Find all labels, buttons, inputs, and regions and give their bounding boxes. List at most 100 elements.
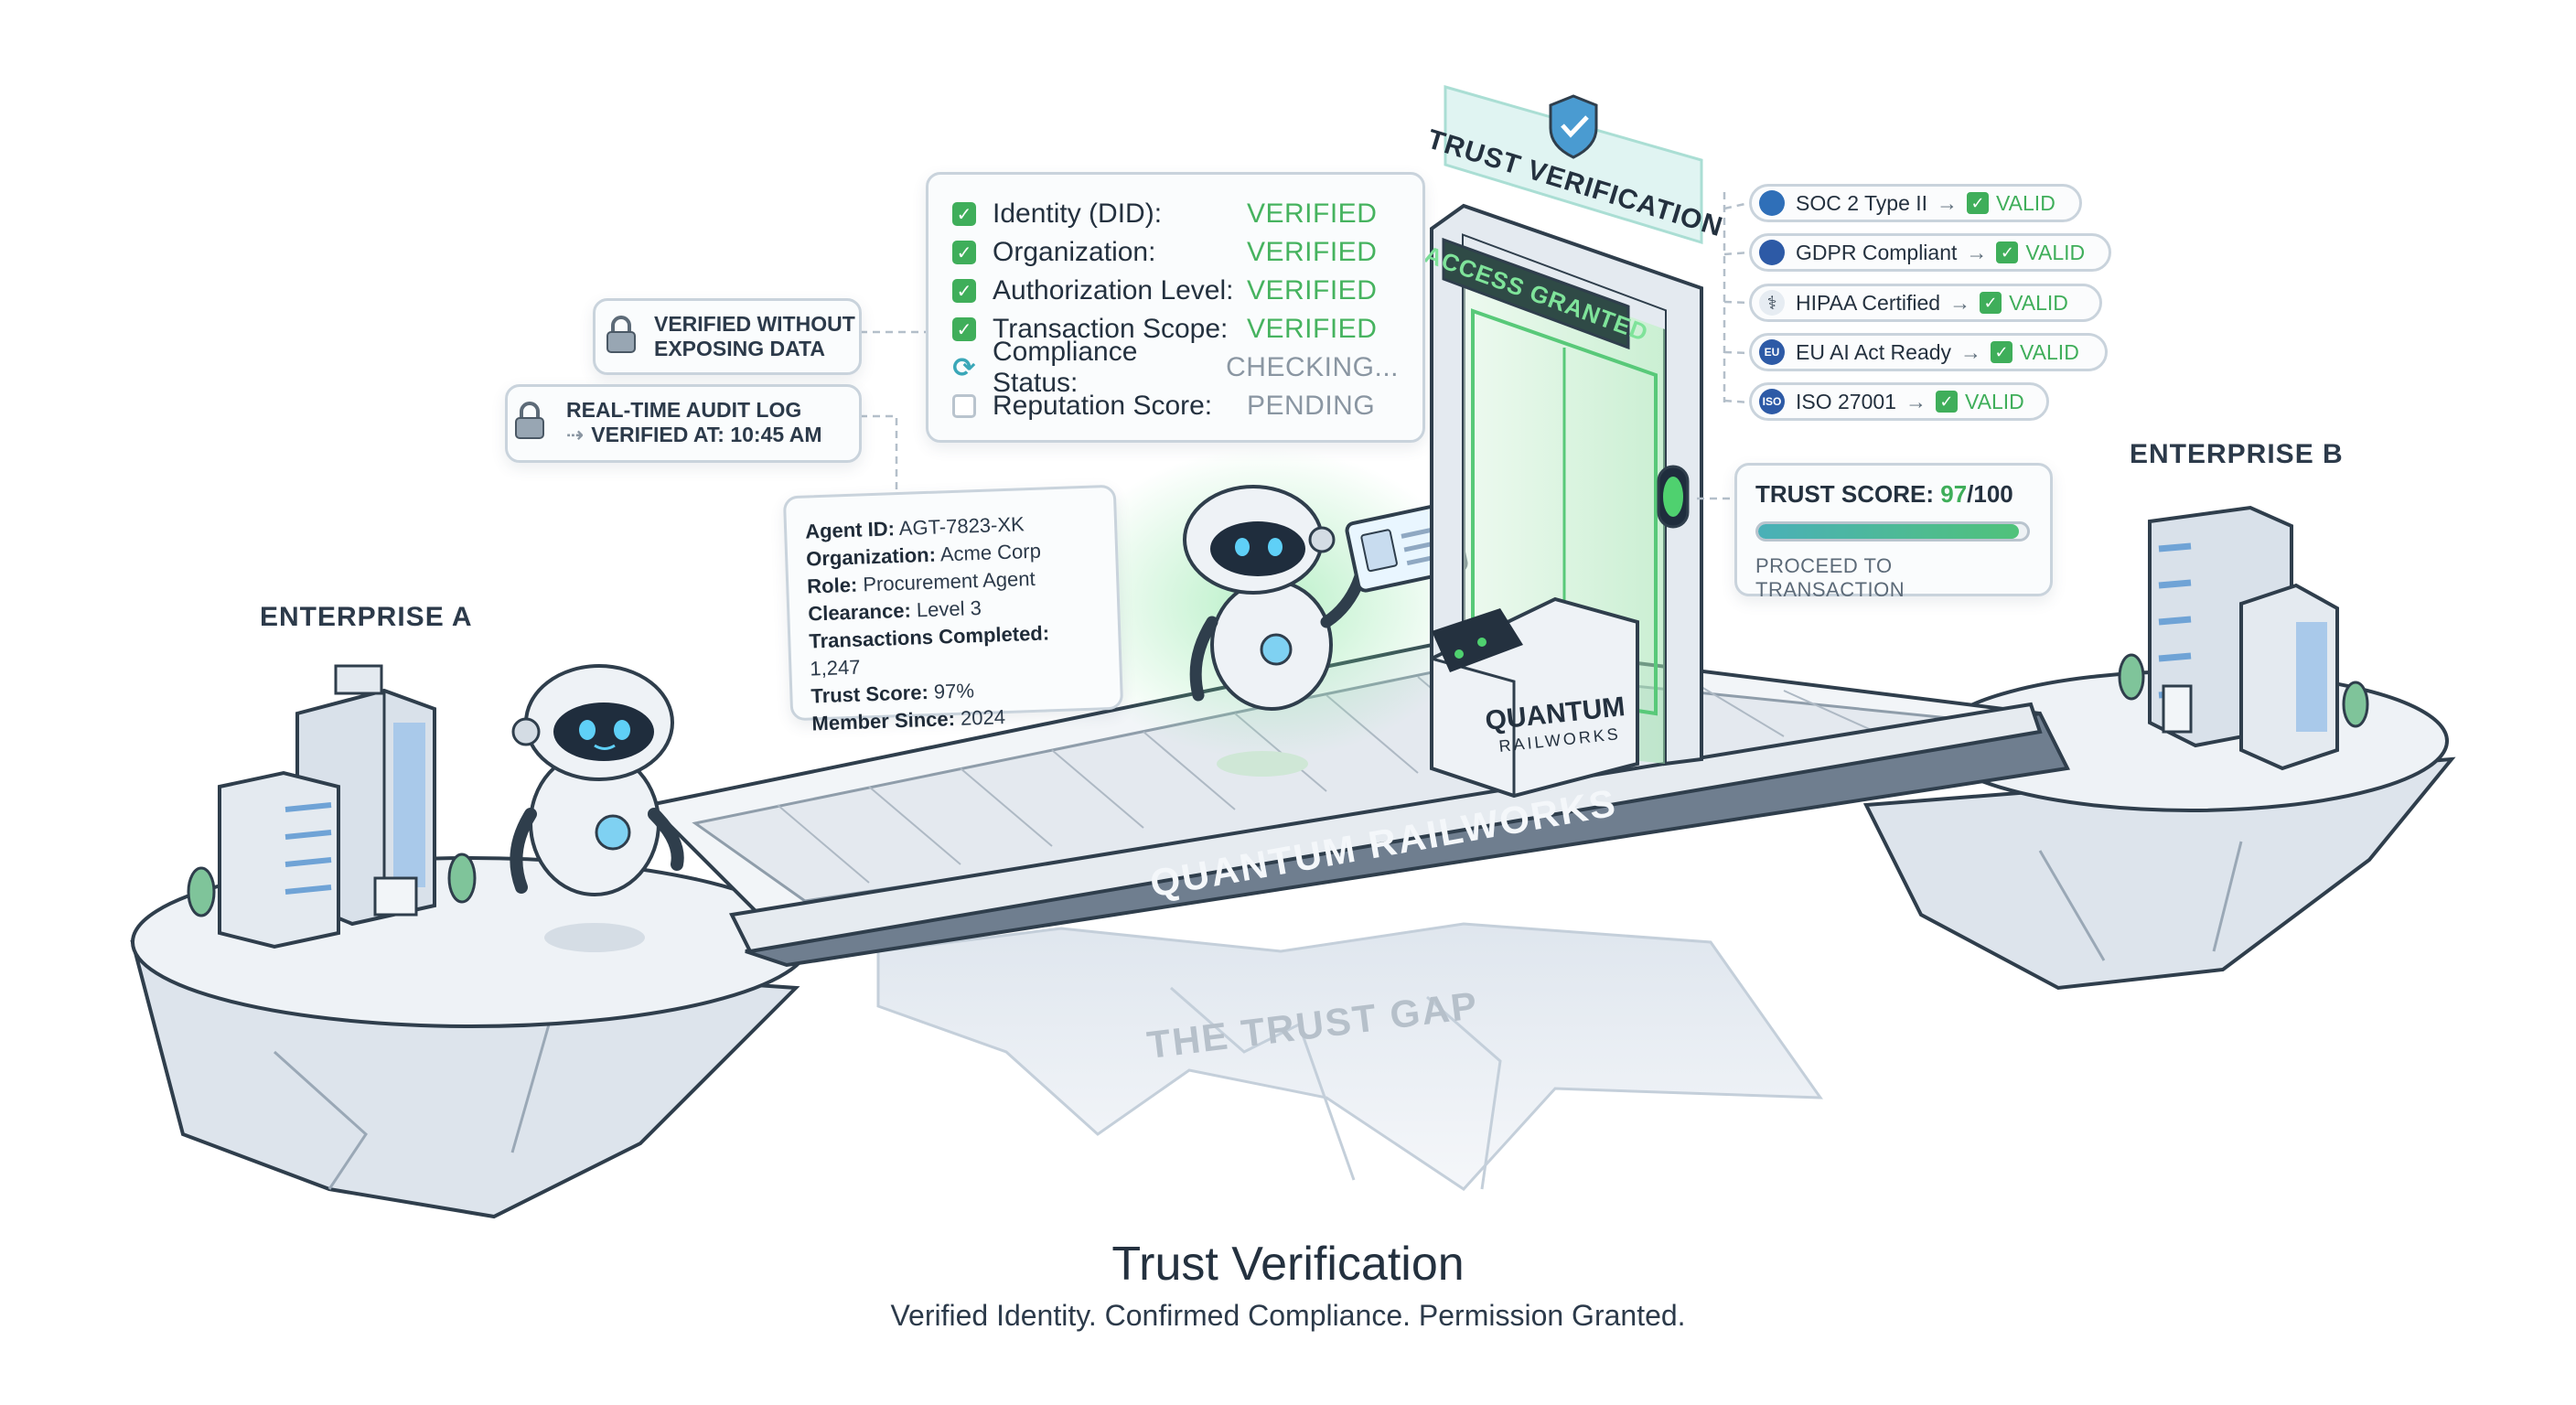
arrow-right-icon: → bbox=[1905, 389, 1927, 413]
certification-badge: GDPR Compliant → ✓ VALID bbox=[1749, 233, 2111, 272]
checkbox-checked-icon: ✓ bbox=[952, 279, 976, 303]
agent-field-key: Role: bbox=[806, 573, 858, 598]
agent-field-key: Transactions Completed: bbox=[808, 621, 1050, 653]
certification-badge: SOC 2 Type II → ✓ VALID bbox=[1749, 184, 2082, 222]
checklist-row: Reputation Score: PENDING bbox=[952, 387, 1399, 425]
checklist-label: Identity (DID): bbox=[993, 198, 1163, 229]
arrow-right-icon: → bbox=[1960, 339, 1982, 364]
certification-badge: ISO ISO 27001 → ✓ VALID bbox=[1749, 382, 2049, 421]
arrow-right-icon: → bbox=[1966, 240, 1988, 264]
arrow-right-icon: → bbox=[1949, 290, 1971, 315]
check-icon: ✓ bbox=[1967, 192, 1990, 214]
privacy-note-line2: EXPOSING DATA bbox=[654, 337, 825, 360]
certification-name: GDPR Compliant bbox=[1796, 240, 1958, 264]
sync-icon: ⟳ bbox=[952, 352, 976, 383]
checklist-row: ✓ Identity (DID): VERIFIED bbox=[952, 195, 1399, 233]
agent-field-key: Agent ID: bbox=[804, 517, 896, 543]
certification-seal-icon bbox=[1759, 240, 1785, 265]
proceed-to-transaction-label: PROCEED TO TRANSACTION bbox=[1755, 554, 1905, 601]
checklist-status: VERIFIED bbox=[1247, 314, 1378, 344]
checklist-status: CHECKING... bbox=[1226, 352, 1399, 382]
lock-icon bbox=[515, 402, 544, 439]
checklist-row: ✓ Transaction Scope: VERIFIED bbox=[952, 310, 1399, 349]
page-title: Trust Verification bbox=[1111, 1238, 1465, 1291]
trust-score-value: 97 bbox=[1940, 480, 1968, 508]
agent-field-value: 1,247 bbox=[809, 655, 861, 681]
certification-seal-icon bbox=[1759, 190, 1785, 216]
check-icon: ✓ bbox=[1980, 292, 2002, 314]
certification-badge: ⚕ HIPAA Certified → ✓ VALID bbox=[1749, 284, 2102, 322]
agent-field-key: Organization: bbox=[805, 542, 937, 571]
quantum-kiosk: QUANTUM RAILWORKS bbox=[1430, 596, 1639, 799]
checklist-status: PENDING bbox=[1247, 391, 1376, 421]
checkbox-empty-icon bbox=[952, 394, 976, 418]
trust-score-fill bbox=[1758, 524, 2020, 539]
checklist-label: Reputation Score: bbox=[993, 391, 1213, 421]
trust-score-bar bbox=[1755, 521, 2030, 542]
checklist-status: VERIFIED bbox=[1247, 275, 1378, 306]
agent-field-value: Procurement Agent bbox=[862, 566, 1036, 596]
audit-log-note: REAL-TIME AUDIT LOG ⇢ VERIFIED AT: 10:45… bbox=[505, 384, 862, 463]
enterprise-b-label: ENTERPRISE B bbox=[2130, 439, 2344, 469]
check-icon: ✓ bbox=[1935, 391, 1958, 413]
checkbox-checked-icon: ✓ bbox=[952, 241, 976, 264]
verification-checklist: ✓Identity (DID):VERIFIED✓Organization:VE… bbox=[926, 172, 1425, 443]
check-icon: ✓ bbox=[1996, 241, 2019, 263]
certification-status: VALID bbox=[1996, 190, 2055, 215]
checkbox-checked-icon: ✓ bbox=[952, 317, 976, 341]
agent-field-value: AGT-7823-XK bbox=[898, 512, 1025, 541]
checklist-label: Transaction Scope: bbox=[993, 314, 1229, 344]
enterprise-a-label: ENTERPRISE A bbox=[260, 602, 473, 632]
agent-field-value: Acme Corp bbox=[939, 539, 1042, 566]
certification-seal-icon: ISO bbox=[1759, 389, 1785, 414]
enterprise-b-buildings bbox=[2118, 505, 2369, 771]
robot-agent-a bbox=[510, 664, 684, 952]
agent-field-key: Member Since: bbox=[811, 707, 956, 735]
certification-status: VALID bbox=[2009, 290, 2068, 315]
certification-status: VALID bbox=[2025, 240, 2086, 264]
agent-field-value: Level 3 bbox=[916, 595, 982, 622]
trust-score-title: TRUST SCORE: 97/100 bbox=[1755, 480, 2032, 509]
trust-gap: THE TRUST GAP bbox=[876, 922, 1823, 1191]
checkbox-checked-icon: ✓ bbox=[952, 202, 976, 226]
agent-field-key: Trust Score: bbox=[810, 681, 929, 708]
agent-card-row: Transactions Completed: 1,247 bbox=[809, 617, 1101, 682]
robot-agent-b bbox=[1183, 485, 1468, 777]
checklist-status: VERIFIED bbox=[1247, 237, 1378, 267]
audit-note-line1: REAL-TIME AUDIT LOG bbox=[566, 398, 802, 422]
connector-lines bbox=[860, 192, 1750, 500]
trust-score-label: TRUST SCORE: bbox=[1755, 480, 1934, 508]
certification-badge: EU EU AI Act Ready → ✓ VALID bbox=[1749, 333, 2108, 371]
arrow-right-icon: → bbox=[1937, 190, 1959, 215]
agent-field-value: 2024 bbox=[960, 705, 1006, 730]
certification-seal-icon: EU bbox=[1759, 339, 1785, 365]
checklist-row: ⟳ Compliance Status: CHECKING... bbox=[952, 337, 1399, 398]
audit-note-line2: VERIFIED AT: 10:45 AM bbox=[591, 423, 822, 446]
shield-icon bbox=[1549, 94, 1598, 159]
check-icon: ✓ bbox=[1991, 341, 2013, 363]
checklist-row: ✓ Authorization Level: VERIFIED bbox=[952, 272, 1399, 310]
checklist-label: Compliance Status: bbox=[993, 337, 1138, 398]
certification-status: VALID bbox=[2020, 339, 2079, 364]
lock-icon bbox=[606, 316, 636, 353]
agent-field-key: Clearance: bbox=[807, 598, 912, 626]
certification-name: HIPAA Certified bbox=[1796, 290, 1941, 315]
arrow-right-icon: ⇢ bbox=[566, 423, 585, 446]
checklist-status: VERIFIED bbox=[1247, 198, 1378, 229]
agent-field-value: 97% bbox=[933, 679, 975, 703]
privacy-note: VERIFIED WITHOUT EXPOSING DATA bbox=[593, 298, 862, 375]
page-subtitle: Verified Identity. Confirmed Compliance.… bbox=[890, 1299, 1686, 1332]
certification-status: VALID bbox=[1964, 389, 2024, 413]
trust-score-max: /100 bbox=[1967, 480, 2013, 508]
privacy-note-line1: VERIFIED WITHOUT bbox=[654, 312, 855, 336]
certification-name: EU AI Act Ready bbox=[1796, 339, 1952, 364]
enterprise-a-buildings bbox=[187, 664, 477, 949]
trust-score-panel: TRUST SCORE: 97/100 PROCEED TO TRANSACTI… bbox=[1734, 463, 2053, 601]
certification-seal-icon: ⚕ bbox=[1759, 290, 1785, 316]
certification-name: ISO 27001 bbox=[1796, 389, 1896, 413]
certification-name: SOC 2 Type II bbox=[1796, 190, 1928, 215]
checklist-label: Authorization Level: bbox=[993, 275, 1234, 306]
